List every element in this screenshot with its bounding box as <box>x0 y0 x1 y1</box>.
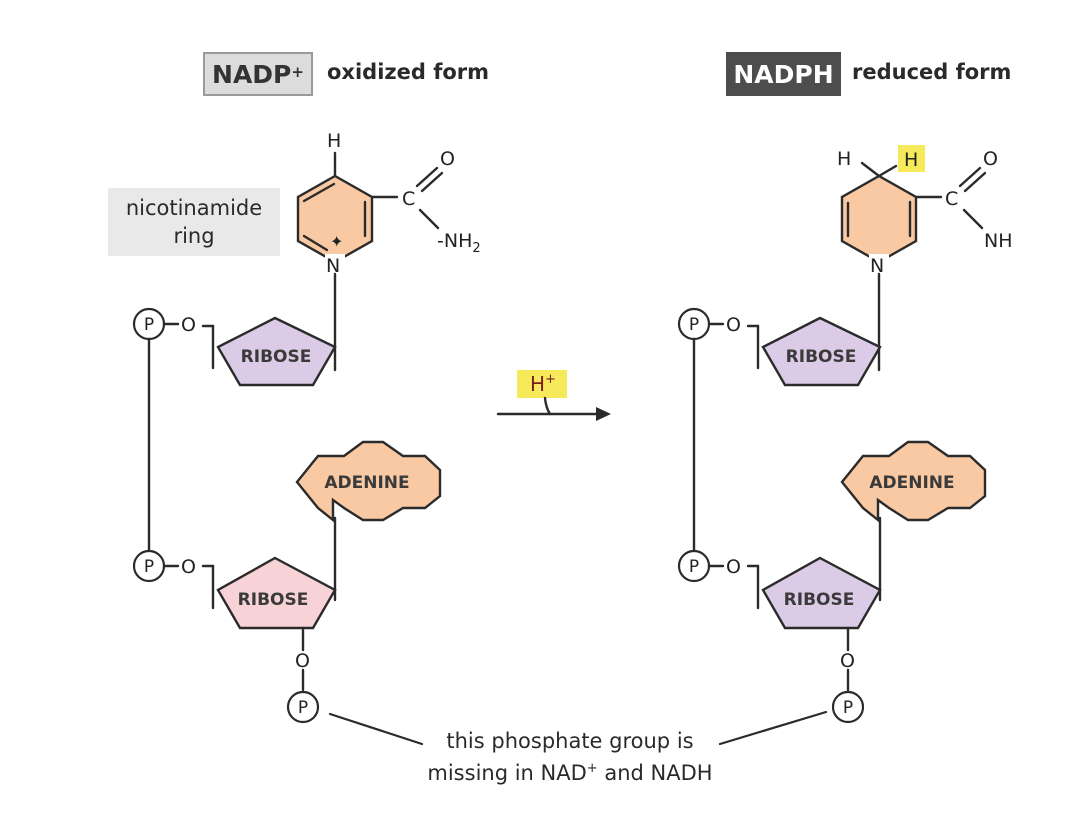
right-nicotinamide-ring <box>840 174 918 264</box>
right-top-h: H <box>837 148 851 170</box>
footnote-line-2b: and NADH <box>597 761 713 785</box>
left-nh2-sub: 2 <box>472 241 480 256</box>
hplus-label: H+ <box>530 372 556 396</box>
left-top-phosphate-p: P <box>144 315 154 335</box>
left-nh2-text: -NH <box>437 230 472 252</box>
right-nh: NH <box>984 230 1013 252</box>
hplus-main: H <box>530 372 545 396</box>
right-2p-phosphate <box>831 690 865 724</box>
arrow-head <box>596 407 611 421</box>
left-bottom-ribose <box>216 556 337 630</box>
nadph-badge: NADPH <box>726 52 841 96</box>
right-adenine <box>840 440 987 523</box>
reaction-arrow: H+ <box>496 370 611 421</box>
left-ring-n: N <box>326 255 340 277</box>
left-top-ribose-label: RIBOSE <box>241 347 312 367</box>
footnote-line-2a: missing in NAD <box>427 761 587 785</box>
left-plus-charge: ✦ <box>330 232 343 251</box>
left-bottom-o: O <box>181 556 196 578</box>
hplus-highlight <box>517 370 567 398</box>
left-2p-phosphate <box>286 690 320 724</box>
nadp-badge-sup: + <box>291 63 304 81</box>
reduced-caption: reduced form <box>852 60 1012 84</box>
right-amide-c: C <box>945 188 958 210</box>
left-adenine-label: ADENINE <box>324 473 409 493</box>
right-top-phosphate-p: P <box>689 315 699 335</box>
left-amide-c: C <box>402 188 415 210</box>
nadp-badge-text: NADP <box>212 59 292 89</box>
right-adenine-label: ADENINE <box>869 473 954 493</box>
right-molecule: H H N C O NH RIBOSE P O P O ADENINE <box>677 145 1013 724</box>
left-adenine <box>295 440 442 523</box>
left-top-h: H <box>327 130 341 152</box>
hplus-sup: + <box>545 372 556 387</box>
left-amide-o: O <box>440 148 455 170</box>
nadp-badge: NADP+ <box>203 52 313 96</box>
left-top-o: O <box>181 314 196 336</box>
callout-line-left <box>328 712 424 746</box>
left-bottom-ribose-label: RIBOSE <box>238 590 309 610</box>
right-2p-o: O <box>840 650 855 672</box>
left-bottom-phosphate-p: P <box>144 557 154 577</box>
right-bottom-ribose <box>761 556 882 630</box>
label-line-1: nicotinamide <box>125 196 263 220</box>
right-top-ribose <box>761 316 882 387</box>
right-ring-n: N <box>870 255 884 277</box>
callout-line-right <box>718 710 828 746</box>
left-2p-o: O <box>295 650 310 672</box>
footnote-line-2: missing in NAD+ and NADH <box>390 755 750 787</box>
footnote-sup: + <box>586 761 598 776</box>
added-h-highlight <box>898 145 925 172</box>
footnote-line-1: this phosphate group is <box>446 729 694 753</box>
label-line-2: ring <box>173 224 215 248</box>
footnote: this phosphate group is missing in NAD+ … <box>390 727 750 787</box>
right-2p-phosphate-p: P <box>843 698 853 718</box>
right-bottom-ribose-label: RIBOSE <box>784 590 855 610</box>
left-molecule: ✦ H N C O -NH2 RIBOSE P O P O <box>132 130 481 724</box>
oxidized-caption: oxidized form <box>327 60 490 84</box>
right-top-o: O <box>726 314 741 336</box>
right-top-ribose-label: RIBOSE <box>786 347 857 367</box>
left-nh2: -NH2 <box>437 230 481 256</box>
nicotinamide-ring-label: nicotinamide ring <box>108 188 280 256</box>
right-amide-o: O <box>983 148 998 170</box>
left-top-ribose <box>216 316 337 387</box>
right-bottom-o: O <box>726 556 741 578</box>
right-bottom-phosphate-p: P <box>689 557 699 577</box>
left-2p-phosphate-p: P <box>298 698 308 718</box>
right-added-h: H <box>904 149 918 171</box>
